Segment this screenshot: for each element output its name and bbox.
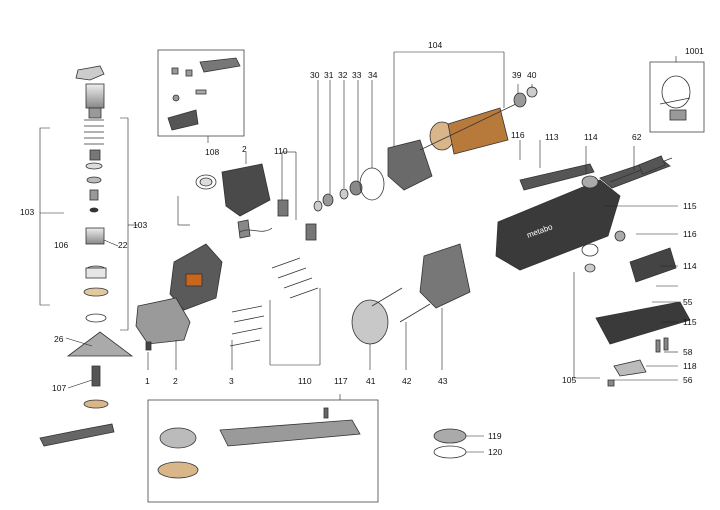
- label-114-right: 114: [683, 261, 697, 271]
- bearings-30-34: [313, 167, 385, 212]
- label-119: 119: [488, 431, 502, 441]
- part-number-labels: 1001 104 30 31 32 33 34 39 40 116 113 11…: [20, 40, 704, 457]
- label-41: 41: [366, 376, 376, 386]
- leader-lines: [40, 51, 678, 453]
- stack-sleeve: [85, 267, 107, 279]
- stack-washer: [85, 162, 103, 170]
- label-31: 31: [324, 70, 334, 80]
- label-117: 117: [334, 376, 348, 386]
- label-2-top: 2: [242, 144, 247, 154]
- label-103-left: 103: [20, 207, 34, 217]
- label-108: 108: [205, 147, 219, 157]
- flange-washer: [83, 399, 109, 409]
- power-cable-62: [609, 155, 673, 183]
- label-34: 34: [368, 70, 378, 80]
- label-120: 120: [488, 447, 502, 457]
- label-26: 26: [54, 334, 64, 344]
- label-1: 1: [145, 376, 150, 386]
- label-103-right: 103: [133, 220, 147, 230]
- label-116-right: 116: [683, 229, 697, 239]
- stack-pin: [89, 149, 101, 161]
- label-114-top: 114: [584, 132, 598, 142]
- label-32: 32: [338, 70, 348, 80]
- label-106: 106: [54, 240, 68, 250]
- carbon-brushes-110: [239, 199, 319, 299]
- label-105: 105: [562, 375, 576, 385]
- stack-housing: [85, 83, 105, 109]
- bracket-103-right: [120, 117, 129, 331]
- label-42: 42: [402, 376, 412, 386]
- part-group-box-1001: [649, 61, 705, 133]
- part-119-flange: [433, 428, 467, 444]
- label-115-top: 115: [683, 201, 697, 211]
- stator-and-fixings: [351, 243, 471, 345]
- label-113: 113: [545, 132, 559, 142]
- stack-cap: [75, 65, 105, 81]
- part-120-washer: [433, 445, 467, 459]
- stack-clip: [89, 207, 99, 213]
- stack-bearing: [83, 287, 109, 297]
- stack-bushing-22: [85, 227, 105, 245]
- label-107: 107: [52, 383, 66, 393]
- part-group-box-117: [147, 399, 379, 503]
- label-104: 104: [428, 40, 442, 50]
- pad-stack-column: [39, 65, 134, 447]
- label-43: 43: [438, 376, 448, 386]
- part-group-108: [167, 57, 241, 131]
- stack-bolt: [89, 189, 99, 201]
- stack-circlip: [85, 313, 107, 323]
- housing-front-parts: [135, 163, 271, 351]
- clamp-bolt-107: [91, 365, 101, 387]
- label-56: 56: [683, 375, 693, 385]
- label-33: 33: [352, 70, 362, 80]
- armature-104: [387, 86, 538, 191]
- label-62: 62: [632, 132, 642, 142]
- part-group-1001: [659, 75, 691, 121]
- stack-neck: [88, 107, 102, 119]
- label-30: 30: [310, 70, 320, 80]
- label-58: 58: [683, 347, 693, 357]
- main-motor-housing: metabo: [495, 157, 671, 273]
- screws-3: [229, 305, 265, 347]
- bracket-103-left: [39, 127, 50, 306]
- label-2-bottom: 2: [173, 376, 178, 386]
- sanding-pad-26: [66, 331, 134, 357]
- label-39: 39: [512, 70, 522, 80]
- stack-spring: [84, 119, 104, 145]
- label-118: 118: [683, 361, 697, 371]
- label-1001: 1001: [685, 46, 704, 56]
- stack-ring: [86, 176, 102, 184]
- label-110-bottom: 110: [298, 376, 312, 386]
- saw-blade: [39, 423, 115, 447]
- switch-and-cover: [595, 230, 691, 387]
- label-110-top: 110: [274, 146, 288, 156]
- label-55: 55: [683, 297, 693, 307]
- label-116-top: 116: [511, 130, 525, 140]
- label-3: 3: [229, 376, 234, 386]
- part-group-box-108: [157, 49, 245, 137]
- label-22: 22: [118, 240, 128, 250]
- part-group-117: [157, 407, 361, 479]
- label-115-right: 115: [683, 317, 697, 327]
- label-40: 40: [527, 70, 537, 80]
